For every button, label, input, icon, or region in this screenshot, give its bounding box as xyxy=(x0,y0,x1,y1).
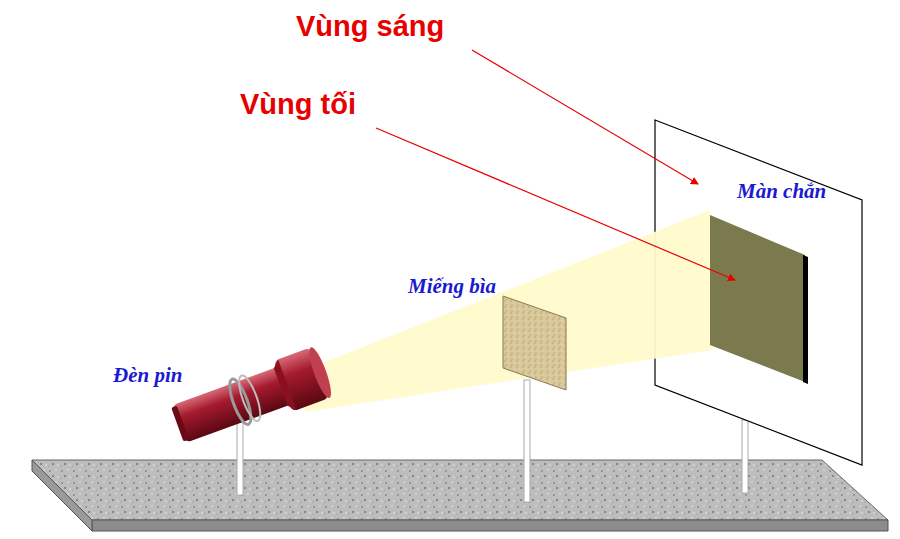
region-label: Vùng sáng xyxy=(296,10,444,43)
part-label: Màn chắn xyxy=(737,179,826,203)
region-label: Vùng tối xyxy=(240,88,356,121)
part-label: Đèn pin xyxy=(113,363,182,387)
part-label: Miếng bìa xyxy=(408,274,496,298)
